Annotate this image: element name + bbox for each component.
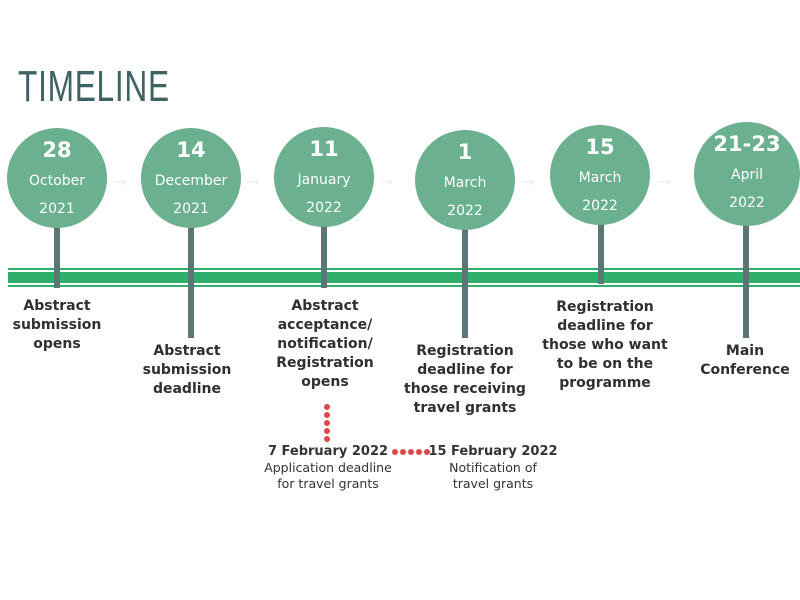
month: March	[443, 175, 487, 191]
dot	[324, 412, 330, 418]
month: December	[154, 173, 228, 189]
sub-event-date: 7 February 2022	[267, 444, 389, 459]
stem	[188, 225, 194, 338]
day: 15	[585, 135, 615, 159]
day: 28	[42, 138, 72, 162]
month: January	[297, 172, 351, 188]
month: April	[731, 167, 763, 183]
sub-event-label: Notification of travel grants	[449, 460, 537, 491]
arrow-icon: →	[380, 172, 394, 191]
dot	[408, 449, 414, 455]
arrow-icon: →	[246, 172, 260, 191]
dot	[424, 449, 430, 455]
sub-event: 15 February 2022 Notification of travel …	[428, 444, 558, 492]
stem	[743, 220, 749, 338]
year: 2022	[447, 203, 483, 219]
dot	[416, 449, 422, 455]
event-label: Abstract acceptance/ notification/ Regis…	[276, 298, 374, 390]
day: 21-23	[713, 132, 781, 156]
day: 14	[176, 138, 206, 162]
day: 11	[309, 137, 339, 161]
sub-event-label: Application deadline for travel grants	[264, 460, 392, 491]
stem	[462, 225, 468, 338]
dot	[324, 404, 330, 410]
arrow-icon: →	[658, 172, 672, 191]
dot	[324, 420, 330, 426]
event-label: Registration deadline for those who want…	[542, 299, 668, 391]
event-label: Abstract submission deadline	[142, 343, 232, 397]
arrow-icon: →	[521, 172, 535, 191]
arrow-icon: →	[113, 172, 127, 191]
stem	[54, 225, 60, 288]
day: 1	[457, 140, 473, 164]
month: October	[28, 173, 86, 189]
year: 2021	[39, 201, 75, 217]
event-label: Abstract submission opens	[12, 298, 102, 352]
page-title: TIMELINE	[18, 62, 170, 111]
event-label: Main Conference	[700, 343, 790, 378]
year: 2022	[306, 200, 342, 216]
event-label: Registration deadline for those receivin…	[404, 343, 526, 416]
timeline-band	[8, 268, 800, 287]
sub-event: 7 February 2022 Application deadline for…	[263, 444, 393, 492]
stem	[598, 222, 604, 284]
year: 2022	[582, 198, 618, 214]
year: 2022	[729, 195, 765, 211]
dot	[324, 436, 330, 442]
month: March	[578, 170, 622, 186]
dot	[392, 449, 398, 455]
year: 2021	[173, 201, 209, 217]
dot	[400, 449, 406, 455]
dot	[324, 428, 330, 434]
stem	[321, 225, 327, 288]
sub-event-date: 15 February 2022	[428, 444, 558, 459]
